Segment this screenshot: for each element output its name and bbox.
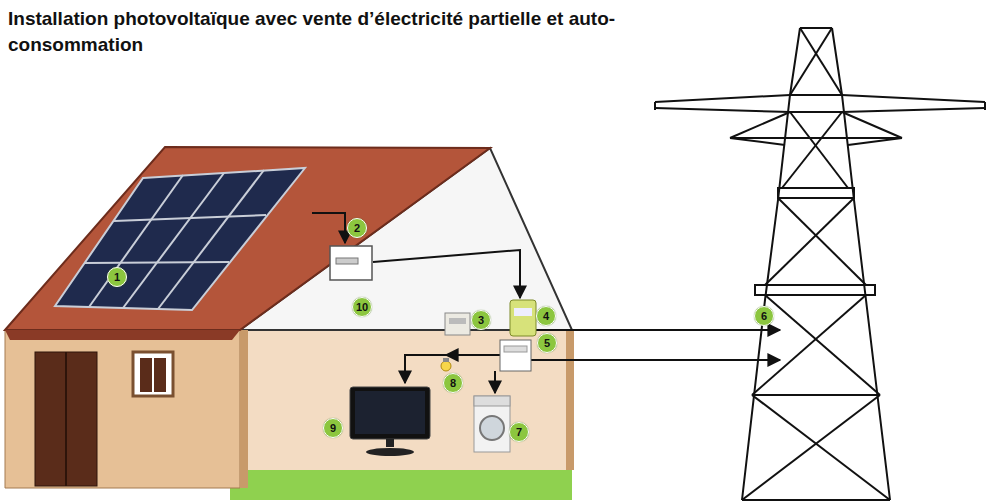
solar-panels bbox=[55, 168, 305, 310]
pylon bbox=[655, 28, 985, 500]
inverter bbox=[330, 246, 372, 280]
roof-edge bbox=[5, 330, 240, 340]
callout-number: 9 bbox=[323, 418, 343, 438]
callout-number: 3 bbox=[471, 310, 491, 330]
callout-number: 8 bbox=[443, 373, 463, 393]
electric-panel bbox=[500, 340, 531, 371]
wall-edge bbox=[240, 330, 248, 488]
front-wall bbox=[5, 330, 240, 488]
washing-machine bbox=[474, 396, 510, 452]
meter bbox=[445, 313, 470, 335]
diagram-title: Installation photovoltaïque avec vente d… bbox=[8, 6, 703, 58]
callout-number: 2 bbox=[347, 218, 367, 238]
bulb bbox=[441, 361, 451, 371]
interior-wall bbox=[240, 330, 572, 470]
callout-number: 10 bbox=[352, 297, 372, 317]
callout-number: 1 bbox=[107, 267, 127, 287]
callout-number: 4 bbox=[536, 306, 556, 326]
door bbox=[35, 352, 97, 486]
callout-number: 6 bbox=[754, 306, 774, 326]
television bbox=[350, 387, 430, 456]
roof bbox=[5, 147, 490, 330]
wall-edge bbox=[566, 330, 574, 470]
window bbox=[133, 352, 173, 396]
wires bbox=[312, 213, 780, 393]
meter bbox=[510, 300, 536, 336]
callout-number: 5 bbox=[537, 333, 557, 353]
callout-number: 7 bbox=[509, 422, 529, 442]
